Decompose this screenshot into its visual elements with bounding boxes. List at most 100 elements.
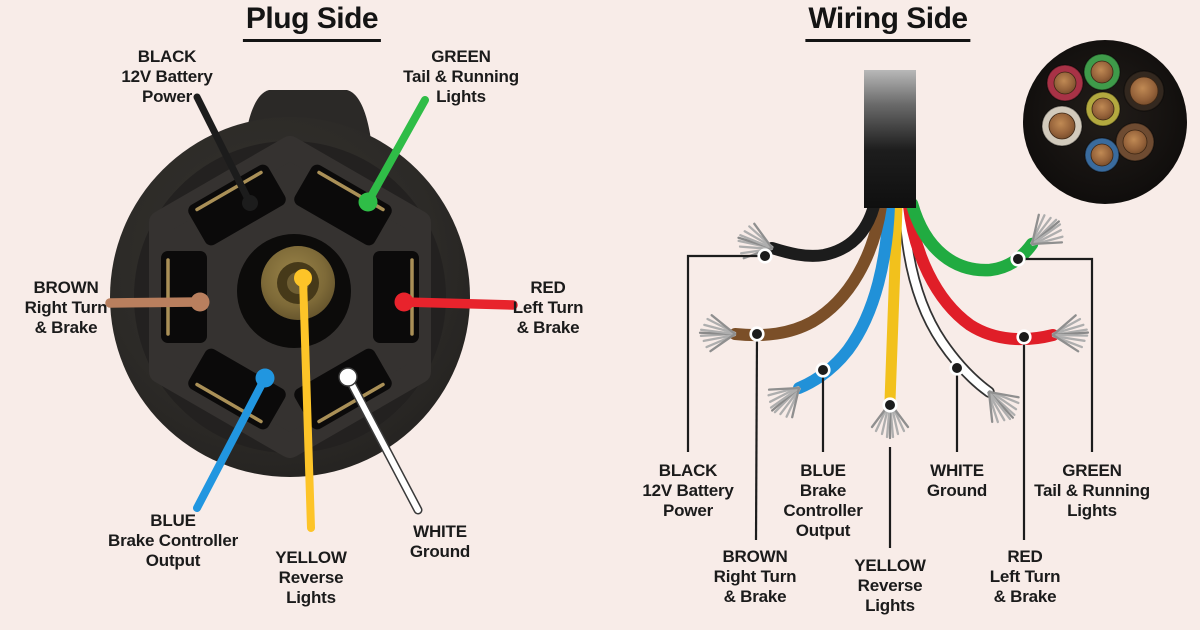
plug-connector	[110, 90, 470, 477]
wiring-label-yellow: YELLOW Reverse Lights	[854, 556, 926, 616]
label-line: Lights	[1067, 501, 1117, 520]
callout-brown	[754, 333, 759, 541]
callout-dot-black	[757, 248, 773, 264]
callout-dot-red	[1016, 329, 1032, 345]
blade-top-left	[195, 170, 263, 212]
label-line: BROWN	[722, 547, 788, 566]
leader-yellow	[299, 274, 315, 532]
leader-red	[399, 297, 518, 310]
leader-brown-dot	[190, 292, 210, 312]
leader-white-dot	[338, 367, 358, 387]
copper-core	[1091, 97, 1115, 121]
callout-dot-blue	[815, 362, 831, 378]
leader-white	[345, 374, 421, 513]
label-line: BROWN	[33, 278, 99, 297]
label-line: Left Turn	[989, 567, 1061, 586]
wire-white	[900, 202, 993, 396]
plug-label-white: WHITE Ground	[410, 522, 470, 562]
label-line: Tail & Running	[403, 67, 519, 86]
wiring-label-white: WHITE Ground	[927, 461, 987, 501]
copper-core	[1053, 71, 1077, 95]
label-line: & Brake	[516, 318, 580, 337]
label-line: Right Turn	[713, 567, 797, 586]
label-line: GREEN	[1062, 461, 1122, 480]
callout-black	[686, 254, 765, 452]
copper-core	[1129, 76, 1159, 106]
label-line: & Brake	[34, 318, 98, 337]
label-line: 12V Battery	[642, 481, 734, 500]
cable-cross-section-photo	[1023, 40, 1187, 204]
callout-dots	[749, 248, 1032, 413]
label-line: YELLOW	[275, 548, 347, 567]
leader-yellow-dot	[294, 269, 312, 287]
label-line: Left Turn	[512, 298, 584, 317]
label-line: WHITE	[930, 461, 984, 480]
pin-slot-bottom-right	[294, 348, 392, 430]
label-line: GREEN	[431, 47, 491, 66]
label-line: BLACK	[137, 47, 197, 66]
cross-section-copper-cores	[1048, 60, 1159, 167]
pin-slot-left	[161, 251, 207, 343]
label-line: Ground	[409, 542, 471, 561]
label-line: Right Turn	[24, 298, 108, 317]
wiring-label-red: RED Left Turn & Brake	[990, 547, 1061, 607]
strands-brown	[698, 313, 737, 354]
wire-yellow	[884, 200, 903, 407]
callout-dot-yellow	[882, 397, 898, 413]
plug-label-brown: BROWN Right Turn & Brake	[25, 278, 108, 338]
wiring-label-black: BLACK 12V Battery Power	[642, 461, 734, 521]
label-line: RED	[530, 278, 566, 297]
plug-label-blue: BLUE Brake Controller Output	[108, 511, 238, 571]
copper-core	[1090, 143, 1114, 167]
label-line: Output	[145, 551, 201, 570]
wire-black	[766, 200, 880, 262]
label-line: WHITE	[413, 522, 467, 541]
label-line: Lights	[436, 87, 486, 106]
callout-dot-brown	[749, 326, 765, 342]
label-line: Lights	[865, 596, 915, 615]
leader-blue-dot	[255, 368, 275, 388]
wiring-label-brown: BROWN Right Turn & Brake	[714, 547, 797, 607]
label-line: Power	[141, 87, 193, 106]
copper-core	[1090, 60, 1114, 84]
label-line: Reverse	[278, 568, 344, 587]
callout-dot-white	[949, 360, 965, 376]
leader-blue	[193, 374, 269, 512]
wiring-label-green: GREEN Tail & Running Lights	[1034, 461, 1150, 521]
blade-bottom-left	[195, 382, 263, 424]
label-line: Brake	[799, 481, 847, 500]
wiring-side-title-text: Wiring Side	[808, 2, 968, 35]
label-line: Power	[662, 501, 714, 520]
strands-red	[1050, 313, 1091, 355]
plug-label-red: RED Left Turn & Brake	[513, 278, 584, 338]
wiring-side-title: Wiring Side	[805, 2, 971, 42]
pin-slot-bottom-left	[188, 348, 286, 430]
wire-brown	[729, 200, 887, 342]
label-line: BLUE	[150, 511, 196, 530]
label-line: YELLOW	[854, 556, 926, 575]
label-line: 12V Battery	[121, 67, 213, 86]
plug-label-black: BLACK 12V Battery Power	[121, 47, 213, 107]
harness-wires	[729, 197, 1059, 407]
label-line: Controller	[783, 501, 863, 520]
label-line: & Brake	[993, 587, 1057, 606]
pin-slot-top-left	[188, 164, 286, 246]
label-line: Reverse	[857, 576, 923, 595]
leader-brown	[105, 297, 205, 308]
copper-core	[1122, 129, 1148, 155]
label-line: Brake Controller	[107, 531, 239, 550]
callout-lines	[686, 254, 1094, 548]
plug-side-title: Plug Side	[242, 2, 382, 42]
label-line: Ground	[926, 481, 988, 500]
leader-green	[364, 96, 429, 206]
plug-label-yellow: YELLOW Reverse Lights	[275, 548, 347, 608]
pin-slots	[161, 164, 419, 430]
callout-dot-green	[1010, 251, 1026, 267]
leader-red-dot	[394, 292, 414, 312]
pin-slot-top-right	[294, 164, 392, 246]
copper-core	[1048, 112, 1076, 140]
plug-label-green: GREEN Tail & Running Lights	[403, 47, 519, 107]
cable-jacket	[864, 70, 916, 208]
